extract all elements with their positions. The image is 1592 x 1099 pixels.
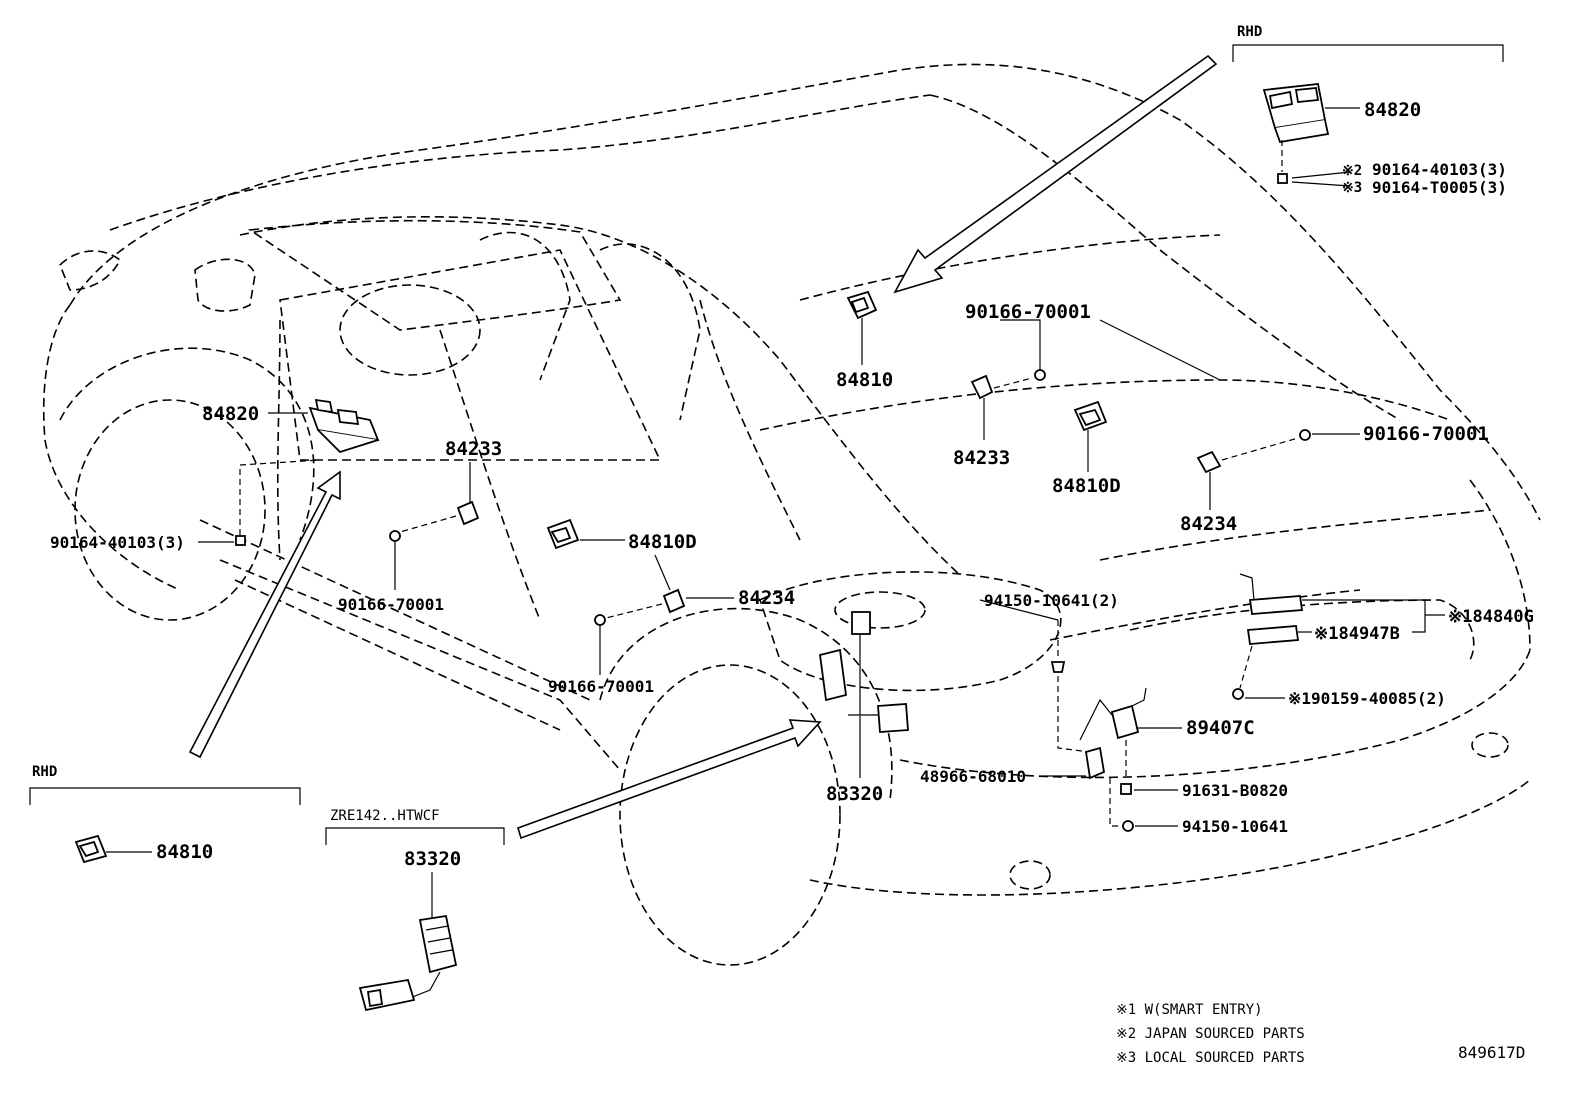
note-3: ※3 LOCAL SOURCED PARTS — [1116, 1050, 1305, 1066]
callout-94150-10641-2: 94150-10641(2) — [984, 591, 1119, 610]
callout-84947b: ※184947B — [1314, 624, 1400, 644]
courtesy-lamp-door-icon[interactable] — [662, 588, 686, 614]
callout-84234-door: 84234 — [738, 587, 795, 609]
note-mark-3-top: ※3 — [1342, 180, 1362, 196]
callout-83320-variant: 83320 — [404, 848, 461, 870]
car-outline — [42, 63, 1541, 966]
callout-84840g: ※184840G — [1448, 607, 1534, 627]
trunk-switch-icon[interactable] — [1246, 625, 1300, 645]
callout-94150-10641: 94150-10641 — [1182, 817, 1288, 836]
clip-upper-icon[interactable] — [1050, 661, 1066, 673]
left-door-parts: 84820 90164-40103(3) 84233 90166-70001 8… — [50, 398, 795, 696]
power-window-master-switch-top-icon[interactable] — [1262, 83, 1330, 144]
callout-90166-70001-a: 90166-70001 — [965, 301, 1091, 323]
callout-90164-40103-left: 90164-40103(3) — [50, 533, 185, 552]
screw-left-icon[interactable] — [235, 535, 246, 546]
height-sensor-icon[interactable] — [1079, 687, 1147, 741]
note-2: ※2 JAPAN SOURCED PARTS — [1116, 1026, 1305, 1042]
callout-84810-rhd: 84810 — [156, 841, 213, 863]
callout-90159-40085: ※190159-40085(2) — [1288, 689, 1446, 708]
screw-90166-d-icon[interactable] — [594, 614, 606, 626]
variant-label: ZRE142..HTWCF — [330, 808, 440, 824]
courtesy-lamp-center-icon[interactable] — [970, 374, 994, 400]
callout-84820-top: 84820 — [1364, 99, 1421, 121]
callout-90166-70001-c: 90166-70001 — [338, 595, 444, 614]
screw-90166-a-icon[interactable] — [1034, 369, 1046, 381]
screw-top-icon[interactable] — [1277, 173, 1288, 184]
arrow-rhd-left — [188, 470, 341, 759]
callout-90166-70001-d: 90166-70001 — [548, 677, 654, 696]
clip-lower-icon[interactable] — [1122, 820, 1134, 832]
door-switch-center-icon[interactable] — [1073, 400, 1108, 432]
callout-84234-right: 84234 — [1180, 513, 1237, 535]
callout-84233-left: 84233 — [445, 438, 502, 460]
trunk-opener-switch-icon[interactable] — [1239, 573, 1304, 615]
drawing-id: 849617D — [1458, 1043, 1525, 1062]
power-window-switch-rhd-icon[interactable] — [74, 834, 108, 864]
callout-84233-center: 84233 — [953, 447, 1010, 469]
callout-90164-40103-top: 90164-40103(3) — [1372, 160, 1507, 179]
callout-48966-68010: 48966-68010 — [920, 767, 1026, 786]
callout-90166-70001-b: 90166-70001 — [1363, 423, 1489, 445]
callout-84810-center: 84810 — [836, 369, 893, 391]
variant-group: ZRE142..HTWCF 83320 — [325, 808, 505, 1012]
callout-90164-t0005-top: 90164-T0005(3) — [1372, 178, 1507, 197]
rhd-left-group: RHD 84810 — [29, 764, 301, 864]
fuel-sender-main-icon[interactable] — [819, 611, 909, 733]
screw-90166-c-icon[interactable] — [389, 530, 401, 542]
note-1: ※1 W(SMART ENTRY) — [1116, 1002, 1263, 1018]
callout-84810d-door: 84810D — [628, 531, 697, 553]
power-window-master-switch-left-icon[interactable] — [308, 398, 380, 454]
fuel-sender-variant-icon[interactable] — [358, 914, 458, 1012]
arrow-variant — [517, 719, 822, 840]
rhd-left-label: RHD — [32, 764, 57, 780]
door-switch-door-icon[interactable] — [546, 518, 580, 550]
screw-90166-b-icon[interactable] — [1299, 429, 1311, 441]
callout-91631-b0820: 91631-B0820 — [1182, 781, 1288, 800]
callout-84810d-center: 84810D — [1052, 475, 1121, 497]
sensor-bracket-icon[interactable] — [1084, 746, 1106, 780]
note-mark-2-top: ※2 — [1342, 163, 1362, 179]
footnotes: ※1 W(SMART ENTRY) ※2 JAPAN SOURCED PARTS… — [1116, 1002, 1525, 1066]
rhd-top-group: RHD 84820 ※2 90164-40103(3) ※3 90164-T00… — [1232, 24, 1507, 197]
callout-83320-main: 83320 — [826, 783, 883, 805]
pointer-arrows — [188, 54, 1218, 840]
screw-90159-icon[interactable] — [1232, 688, 1244, 700]
courtesy-lamp-left-icon[interactable] — [456, 500, 480, 526]
center-parts: 84810 90166-70001 84233 84810D 90166-70 — [836, 290, 1489, 535]
power-window-switch-center-icon[interactable] — [846, 290, 878, 320]
courtesy-lamp-right-icon[interactable] — [1196, 450, 1222, 474]
callout-84820-left: 84820 — [202, 403, 259, 425]
arrow-rhd-top — [893, 54, 1218, 294]
bolt-91631-icon[interactable] — [1120, 783, 1132, 795]
rhd-top-label: RHD — [1237, 24, 1262, 40]
rear-parts: 94150-10641(2) ※184840G ※184947B ※190159… — [819, 573, 1534, 836]
callout-89407c: 89407C — [1186, 717, 1255, 739]
